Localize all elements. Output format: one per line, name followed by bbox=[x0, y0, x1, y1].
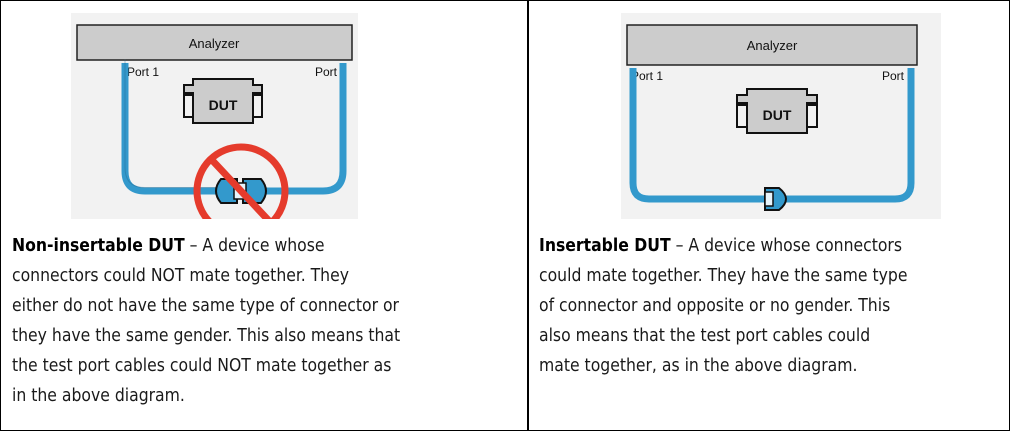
insertable-diagram-svg: Analyzer Port 1 Port 2 DUT bbox=[621, 13, 941, 219]
desc-line-4: also means that the test port cables cou… bbox=[539, 326, 871, 346]
desc-line-3: either do not have the same type of conn… bbox=[12, 296, 399, 316]
dut-body bbox=[736, 88, 818, 134]
port1-cable bbox=[629, 68, 771, 203]
dut-label: DUT bbox=[763, 107, 792, 123]
port1-cable bbox=[121, 63, 221, 195]
non-insertable-cell: Analyzer Port 1 Port 2 DUT bbox=[1, 1, 529, 430]
desc-line-4: they have the same gender. This also mea… bbox=[12, 326, 401, 346]
insertable-term: Insertable DUT bbox=[539, 236, 671, 256]
non-insertable-diagram-svg: Analyzer Port 1 Port 2 DUT bbox=[71, 13, 358, 219]
prohibition-icon bbox=[193, 143, 289, 219]
dut-left-connector bbox=[183, 94, 194, 118]
dut-right-connector bbox=[252, 94, 263, 118]
desc-line-5: the test port cables could NOT mate toge… bbox=[12, 356, 392, 376]
term-dash: – bbox=[670, 236, 689, 256]
analyzer-box bbox=[626, 24, 918, 66]
port1-label: Port 1 bbox=[631, 69, 663, 83]
term-dash: – bbox=[184, 236, 203, 256]
desc-line-2: connectors could NOT mate together. They bbox=[12, 266, 349, 286]
port1-label: Port 1 bbox=[127, 65, 159, 79]
insertable-cell: Analyzer Port 1 Port 2 DUT Insertable DU bbox=[529, 1, 1007, 430]
non-insertable-description: Non-insertable DUT – A device whose conn… bbox=[12, 231, 520, 411]
non-insertable-term: Non-insertable DUT bbox=[12, 236, 185, 256]
analyzer-box bbox=[76, 24, 353, 61]
desc-line-2: could mate together. They have the same … bbox=[539, 266, 908, 286]
dut-label: DUT bbox=[209, 97, 238, 113]
mated-connector bbox=[764, 187, 787, 211]
desc-line-6: in the above diagram. bbox=[12, 386, 185, 406]
insertable-diagram: Analyzer Port 1 Port 2 DUT bbox=[621, 13, 941, 219]
analyzer-label: Analyzer bbox=[189, 36, 240, 51]
dut-right-connector bbox=[806, 104, 818, 128]
insertable-description: Insertable DUT – A device whose connecto… bbox=[539, 231, 999, 381]
desc-line-3: of connector and opposite or no gender. … bbox=[539, 296, 891, 316]
dut-body bbox=[183, 78, 263, 124]
desc-line-1: A device whose connectors bbox=[688, 236, 902, 256]
analyzer-label: Analyzer bbox=[747, 38, 798, 53]
desc-line-5: mate together, as in the above diagram. bbox=[539, 356, 858, 376]
port2-label: Port 2 bbox=[882, 69, 914, 83]
port2-cable bbox=[261, 63, 347, 195]
port2-cable bbox=[786, 68, 915, 203]
dut-left-connector bbox=[736, 104, 748, 128]
port1-cable-edge bbox=[124, 59, 221, 188]
port2-label: Port 2 bbox=[315, 65, 347, 79]
non-insertable-diagram: Analyzer Port 1 Port 2 DUT bbox=[71, 13, 358, 219]
desc-line-1: A device whose bbox=[202, 236, 325, 256]
